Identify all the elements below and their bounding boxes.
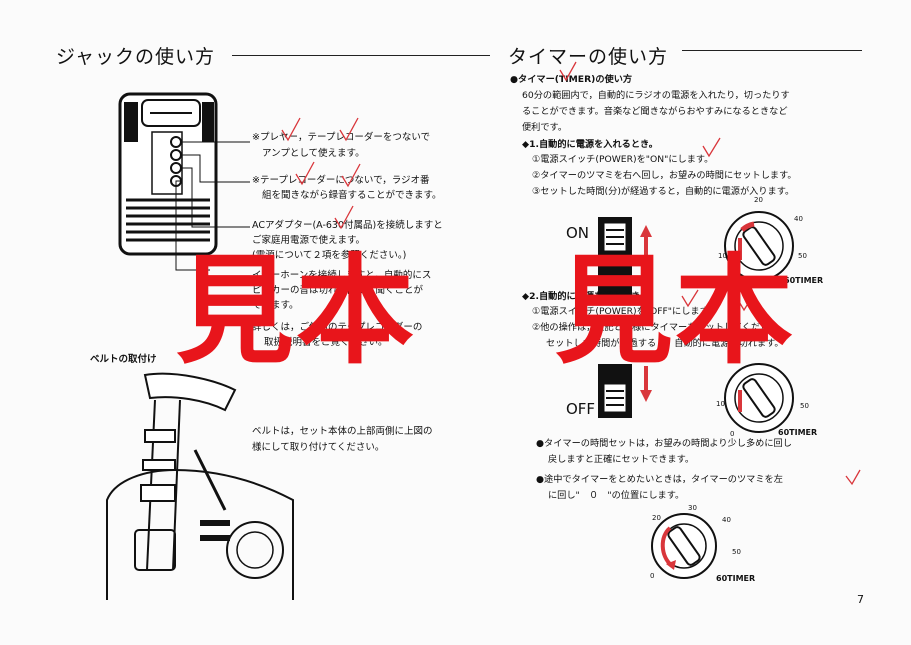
timer-subheading: ●タイマー(TIMER)の使い方: [510, 74, 633, 85]
bullet-1-line-2: 戻しますと正確にセットできます。: [548, 454, 695, 465]
page-number: 7: [857, 593, 864, 606]
bullet-2-line-2: に回し" ０ "の位置にします。: [548, 490, 685, 501]
watermark-left: 見本: [176, 242, 417, 380]
dial-on-num-50: 50: [798, 252, 807, 260]
left-heading-rule: [232, 55, 490, 56]
jack-note-2-line-1: ※テープレコーダーにつないで，ラジオ番: [252, 175, 430, 186]
off-label: OFF: [566, 400, 596, 418]
dial-on-timer-label: 60TIMER: [784, 276, 824, 285]
dial-zero-num-20: 20: [652, 514, 661, 522]
jack-note-1-line-2: アンプとして使えます。: [262, 148, 365, 159]
section2-title: ◆2.自動的に電源を切るとき。: [522, 291, 649, 302]
jack-note-4-line-3: できます。: [252, 300, 299, 311]
power-switch-off-illustration: [598, 364, 652, 418]
bullet-2-line-1: ●途中でタイマーをとめたいときは，タイマーのツマミを左: [536, 474, 783, 485]
belt-heading: ベルトの取付け: [90, 354, 157, 365]
section1-step-1: ①電源スイッチ(POWER)を"ON"にします。: [532, 154, 714, 165]
jack-note-3-line-1: ACアダプター(A-630付属品)を接続しますと: [252, 220, 443, 231]
belt-illustration: [106, 372, 294, 600]
bullet-1-line-1: ●タイマーの時間セットは，お望みの時間より少し多めに回し: [536, 438, 792, 449]
intro-line-1: 60分の範囲内で，自動的にラジオの電源を入れたり，切ったりす: [522, 90, 790, 101]
watermark-right: 見本: [555, 242, 796, 380]
dial-zero-num-30: 30: [688, 504, 697, 512]
jack-note-3-line-2: ご家庭用電源で使えます。: [252, 235, 366, 246]
jack-note-5-line-1: 詳しくは，ご使用のテープレコーダーの: [252, 322, 423, 333]
left-heading: ジャックの使い方: [56, 46, 216, 68]
right-heading: タイマーの使い方: [508, 46, 669, 68]
jack-note-3-line-3: (電源について２項を参照ください。): [252, 250, 407, 261]
jack-note-4-line-1: イヤーホーンを接続しますと，自動的にス: [252, 270, 432, 281]
dial-zero-timer-label: 60TIMER: [716, 574, 756, 583]
dial-on-num-40: 40: [794, 215, 803, 223]
belt-text-line-2: 様にして取り付けてください。: [252, 442, 385, 453]
radio-jack-illustration: [118, 92, 218, 256]
dial-zero-num-40: 40: [722, 516, 731, 524]
dial-on-num-10: 10: [718, 252, 727, 260]
section2-step-3: セットした時間が経過すると，自動的に電源が切れます。: [546, 338, 784, 349]
belt-text-line-1: ベルトは，セット本体の上部両側に上図の: [252, 426, 433, 437]
jack-note-2-line-2: 組を聞きながら録音することができます。: [262, 190, 442, 201]
intro-line-2: ることができます。音楽など聞きながらおやすみになるときなど: [522, 106, 788, 117]
jack-note-4-line-2: ピーカーの音は切れ，静かに聞くことが: [252, 285, 424, 296]
dial-zero-num-50: 50: [732, 548, 741, 556]
on-label: ON: [566, 224, 590, 242]
dial-off-timer-label: 60TIMER: [778, 428, 818, 437]
section2-step-1: ①電源スイッチ(POWER)を"OFF"にします。: [532, 306, 718, 317]
dial-off-num-10: 10: [716, 400, 725, 408]
right-heading-rule: [682, 50, 862, 51]
dial-off-num-0: 0: [730, 430, 735, 438]
section2-step-2: ②他の操作は，上記と同様にタイマーをセットしてください。: [532, 322, 788, 333]
jack-note-1-line-1: ※プレヤー，テープレコーダーをつないで: [252, 132, 431, 143]
timer-dial-off: [724, 363, 794, 433]
power-switch-on-illustration: [598, 217, 652, 303]
jack-note-5-line-2: 取扱説明書をご覧ください。: [264, 337, 388, 348]
dial-on-num-20: 20: [754, 196, 763, 204]
timer-dial-zero: [651, 513, 717, 579]
dial-zero-num-0: 0: [650, 572, 655, 580]
intro-line-3: 便利です。: [522, 122, 568, 133]
timer-dial-on: [724, 211, 794, 281]
jack-callout-lines: [175, 141, 250, 271]
section1-step-2: ②タイマーのツマミを右へ回し，お望みの時間にセットします。: [532, 170, 797, 181]
section1-title: ◆1.自動的に電源を入れるとき。: [522, 139, 658, 150]
section1-step-3: ③セットした時間(分)が経過すると，自動的に電源が入ります。: [532, 186, 795, 197]
dial-off-num-50: 50: [800, 402, 809, 410]
